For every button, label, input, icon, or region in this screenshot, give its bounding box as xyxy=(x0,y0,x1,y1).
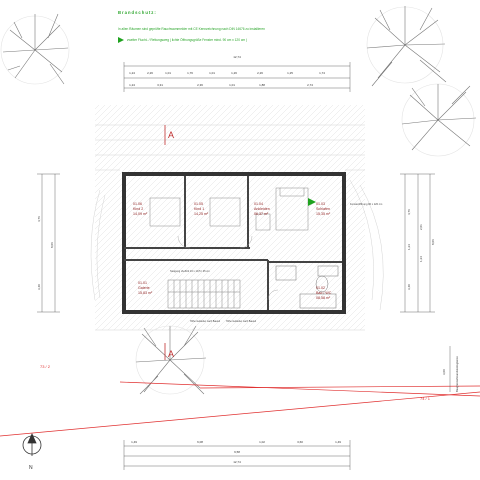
room-name: Ankleiden xyxy=(254,207,270,211)
room-id: 01.02 xyxy=(316,286,325,290)
stair-label: Steigung /Auftritt 16 x 19,5 / 25 cm xyxy=(170,269,210,273)
svg-text:2,74: 2,74 xyxy=(307,83,313,87)
tree-top-left xyxy=(0,13,70,85)
boundary-label: 73 / 2 xyxy=(40,364,51,369)
svg-text:1,49: 1,49 xyxy=(131,440,137,444)
tree-top-right xyxy=(366,6,447,87)
escape-route-icon xyxy=(308,198,316,206)
escape-route-text: zweiter Flucht- / Rettungsweg ( lichte Ö… xyxy=(127,37,248,42)
svg-text:1,02: 1,02 xyxy=(259,440,265,444)
room-id: 01.04 xyxy=(254,202,263,206)
svg-text:8,06: 8,06 xyxy=(50,242,54,248)
svg-text:3,40: 3,40 xyxy=(407,284,411,290)
svg-text:4,76: 4,76 xyxy=(407,209,411,215)
stair xyxy=(167,279,241,309)
room-area: 08,58 m² xyxy=(316,296,331,300)
room-id: 01.05 xyxy=(194,202,203,206)
room-area: 14,09 m² xyxy=(133,212,148,216)
roof-hatching xyxy=(90,105,384,331)
dimension-bottom-labels: 1,49 6,08 1,02 3,60 1,49 9,58 12,74 xyxy=(131,440,341,464)
dimension-right xyxy=(400,173,435,313)
dimension-left-labels: 4,76 3,40 8,06 xyxy=(37,216,54,290)
svg-text:2,36: 2,36 xyxy=(197,83,203,87)
svg-text:1,24: 1,24 xyxy=(407,244,411,250)
svg-text:Baugrenze/Grundstücksgrenze: Baugrenze/Grundstücksgrenze xyxy=(455,356,459,392)
room-name: Bad / WC xyxy=(316,291,332,295)
svg-text:12,74: 12,74 xyxy=(233,460,241,464)
room-name: Galerie xyxy=(138,286,150,290)
svg-text:3,60: 3,60 xyxy=(297,440,303,444)
svg-text:3,40: 3,40 xyxy=(37,284,41,290)
room-labels: 01.06 Kind 2 14,09 m² 01.05 Kind 1 14,25… xyxy=(133,202,332,300)
svg-text:1,25: 1,25 xyxy=(287,71,293,75)
room-area: 15,83 m² xyxy=(138,291,153,295)
svg-text:8,06: 8,06 xyxy=(431,239,435,245)
room-area: 06,37 m² xyxy=(254,212,269,216)
svg-text:12,74: 12,74 xyxy=(233,55,241,59)
svg-text:1,01: 1,01 xyxy=(229,83,235,87)
room-area: 15,35 m² xyxy=(316,212,331,216)
green-arrow-icon xyxy=(118,37,124,43)
svg-text:1,74: 1,74 xyxy=(319,71,325,75)
svg-text:4,76: 4,76 xyxy=(37,216,41,222)
svg-text:1,24: 1,24 xyxy=(129,83,135,87)
dimension-left xyxy=(37,173,60,313)
dimension-top-labels: 12,74 1,24 2,26 1,01 1,76 1,01 1,26 2,26… xyxy=(129,55,325,87)
room-id: 01.06 xyxy=(133,202,142,206)
svg-text:1,01: 1,01 xyxy=(165,71,171,75)
svg-text:1,26: 1,26 xyxy=(231,71,237,75)
svg-text:1,49: 1,49 xyxy=(335,440,341,444)
north-arrow-icon xyxy=(22,433,42,456)
fence-label: Höhe Geländer nach Bauteil xyxy=(226,320,257,323)
svg-text:1,24: 1,24 xyxy=(129,71,135,75)
section-marker-top: A xyxy=(164,125,174,145)
svg-text:2,01: 2,01 xyxy=(419,224,423,230)
svg-text:A: A xyxy=(168,130,174,140)
fire-protection-title: Brandschutz: xyxy=(118,10,157,15)
north-label: N xyxy=(29,465,33,471)
svg-text:1,76: 1,76 xyxy=(187,71,193,75)
boundary-dimension: 3,00 Baugrenze/Grundstücksgrenze xyxy=(442,346,459,392)
tree-right xyxy=(401,83,477,157)
room-name: Kind 2 xyxy=(133,207,143,211)
dimension-bottom xyxy=(123,440,351,470)
tree-bottom xyxy=(135,325,207,395)
escape-route-note: zweiter Flucht- / Rettungsweg ( lichte Ö… xyxy=(118,37,247,43)
section-marker-bottom: A xyxy=(164,343,174,360)
window-label: Fensteröffnung 90 x 120 cm xyxy=(350,202,382,206)
svg-text:6,08: 6,08 xyxy=(197,440,203,444)
svg-text:2,26: 2,26 xyxy=(257,71,263,75)
building xyxy=(122,172,346,314)
dimension-top xyxy=(123,62,351,92)
boundary-label: 74 / 1 xyxy=(420,396,431,401)
svg-text:A: A xyxy=(168,349,174,359)
svg-text:3,00: 3,00 xyxy=(442,369,446,375)
room-name: Kind 1 xyxy=(194,207,204,211)
svg-text:1,88: 1,88 xyxy=(259,83,265,87)
svg-text:2,26: 2,26 xyxy=(147,71,153,75)
property-boundary xyxy=(0,381,480,437)
room-id: 01.03 xyxy=(316,202,325,206)
room-id: 01.01 xyxy=(138,281,147,285)
dimension-right-labels: 4,76 1,24 2,01 1,24 3,40 8,06 xyxy=(407,209,435,290)
svg-text:3,31: 3,31 xyxy=(157,83,163,87)
svg-text:1,01: 1,01 xyxy=(209,71,215,75)
svg-text:1,24: 1,24 xyxy=(419,256,423,262)
room-name: Schlafen xyxy=(316,207,330,211)
svg-text:9,58: 9,58 xyxy=(234,450,240,454)
fence-label: Höhe Geländer nach Bauteil xyxy=(190,320,221,323)
fire-protection-note: In allen Räumen sind geprüfte Rauchwarnm… xyxy=(118,27,265,31)
room-area: 14,25 m² xyxy=(194,212,209,216)
